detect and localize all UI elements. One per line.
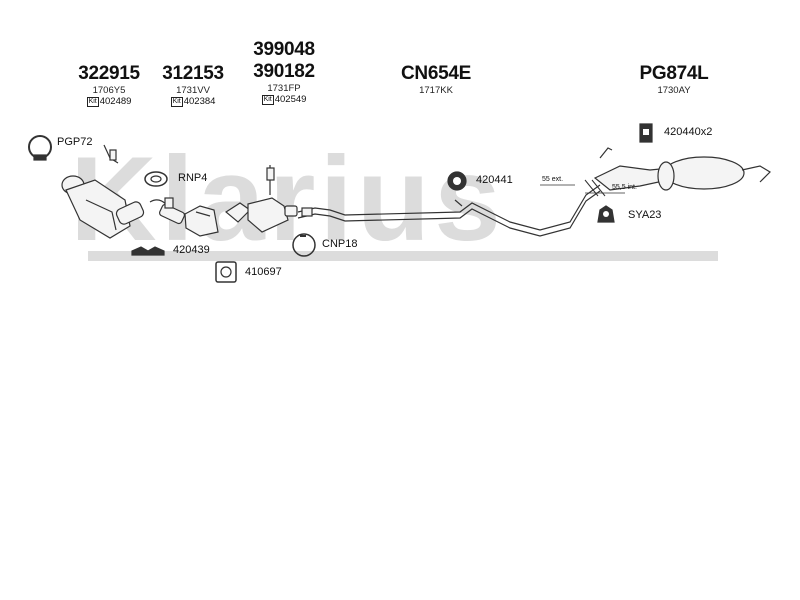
kit-badge: Kit xyxy=(86,96,99,107)
pgp72-icon xyxy=(28,135,52,161)
part-number: 322915 xyxy=(78,63,140,84)
callout-420441: 420441 xyxy=(476,174,513,186)
p420439-icon xyxy=(131,246,165,256)
part-312153-drawing xyxy=(149,197,219,237)
oe-number: 1717KK xyxy=(419,85,453,96)
callout-420439: 420439 xyxy=(173,244,210,256)
oe-number: 1730AY xyxy=(657,85,691,96)
part-390182-header: 399048 390182 1731FP Kit 402549 xyxy=(248,39,320,105)
oe-number: 1706Y5 xyxy=(92,85,126,96)
oe-number: 1731VV xyxy=(176,85,210,96)
note-int: 55,5 int. xyxy=(612,184,637,191)
kit-badge: Kit xyxy=(261,94,274,105)
kit-number: 402489 xyxy=(99,96,132,107)
callout-420440: 420440x2 xyxy=(664,126,713,138)
callout-sya23: SYA23 xyxy=(628,209,662,221)
callout-cnp18: CNP18 xyxy=(322,238,358,250)
oe-number: 1731FP xyxy=(267,83,301,94)
p410697-icon xyxy=(215,261,237,283)
kit-row: Kit 402384 xyxy=(158,96,228,107)
part-number: 312153 xyxy=(162,63,224,84)
part-312153-header: 312153 1731VV Kit 402384 xyxy=(158,63,228,107)
p420441-icon xyxy=(447,171,467,191)
part-322915-drawing xyxy=(61,144,145,239)
callout-pgp72: PGP72 xyxy=(57,136,93,148)
part-PG874L-header: PG874L 1730AY xyxy=(634,63,714,96)
kit-row: Kit 402489 xyxy=(74,96,144,107)
part-CN654E-drawing xyxy=(297,184,601,237)
callout-410697: 410697 xyxy=(245,266,282,278)
exhaust-parts xyxy=(61,144,771,239)
part-number: CN654E xyxy=(400,63,472,84)
part-390182-drawing xyxy=(224,165,298,233)
rnp4-icon xyxy=(144,171,168,187)
part-PG874L-drawing xyxy=(593,147,771,191)
watermark-bar xyxy=(88,251,718,261)
part-number-alt: 399048 xyxy=(253,39,315,60)
watermark: Klarius xyxy=(70,132,505,266)
kit-number: 402384 xyxy=(183,96,216,107)
kit-badge: Kit xyxy=(170,96,183,107)
part-322915-header: 322915 1706Y5 Kit 402489 xyxy=(74,63,144,107)
part-CN654E-header: CN654E 1717KK xyxy=(396,63,476,96)
accessory-icons xyxy=(28,123,653,283)
sya23-icon xyxy=(597,205,615,223)
cnp18-icon xyxy=(292,233,316,257)
callout-rnp4: RNP4 xyxy=(178,172,208,184)
part-number: PG874L xyxy=(639,63,709,84)
p420440-icon xyxy=(639,123,653,143)
note-ext: 55 ext. xyxy=(542,176,564,183)
part-number: 390182 xyxy=(253,61,315,82)
kit-row: Kit 402549 xyxy=(248,94,320,105)
kit-number: 402549 xyxy=(274,94,307,105)
